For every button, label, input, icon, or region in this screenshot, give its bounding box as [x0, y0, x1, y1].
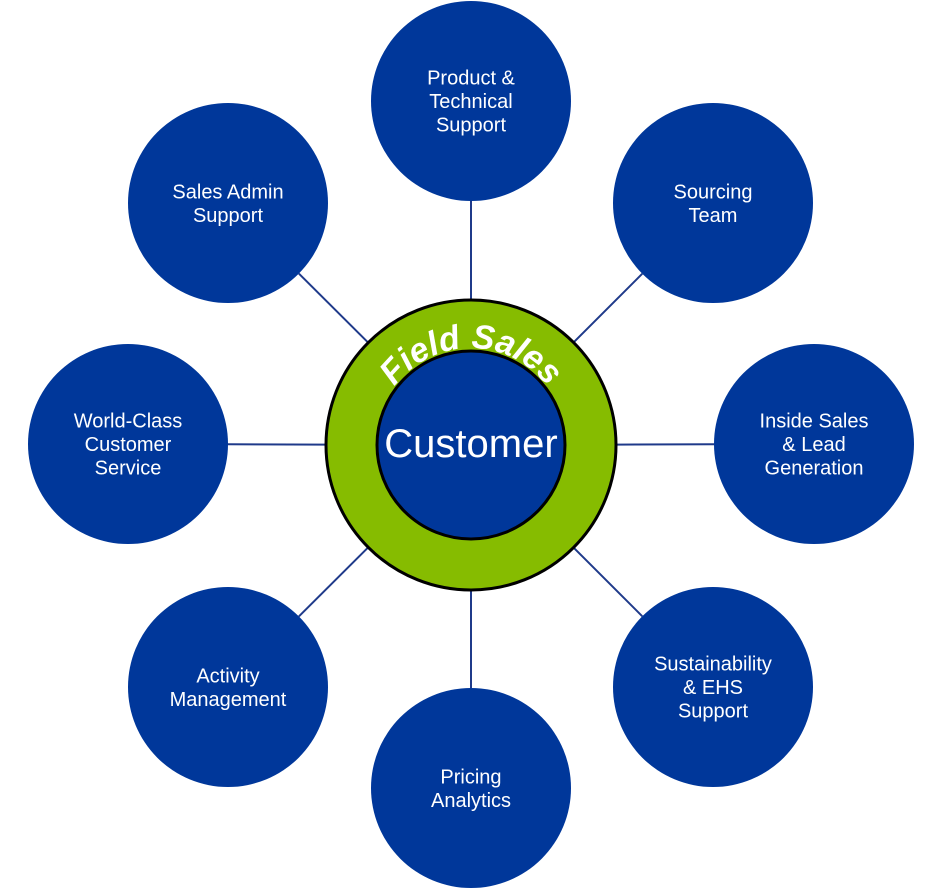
node-circle-sustainability-ehs-support	[613, 587, 813, 787]
node-label-product-technical-support: Support	[436, 115, 506, 137]
node-label-sourcing-team: Sourcing	[674, 181, 753, 203]
node-label-activity-management: Management	[170, 689, 287, 711]
node-label-product-technical-support: Technical	[429, 91, 512, 113]
node-circle-pricing-analytics	[371, 688, 571, 888]
node-label-inside-sales-lead-generation: Generation	[765, 458, 864, 480]
node-label-pricing-analytics: Analytics	[431, 790, 511, 812]
node-label-sales-admin-support: Support	[193, 205, 263, 227]
node-circle-activity-management	[128, 587, 328, 787]
node-circle-sales-admin-support	[128, 103, 328, 303]
node-label-sourcing-team: Team	[689, 205, 738, 227]
connector-activity-management	[298, 546, 369, 618]
node-label-inside-sales-lead-generation: & Lead	[782, 434, 845, 456]
node-label-sales-admin-support: Sales Admin	[172, 181, 283, 203]
connector-sourcing-team	[572, 273, 643, 344]
connector-lines	[227, 201, 715, 688]
node-label-sustainability-ehs-support: Support	[678, 701, 748, 723]
node-label-product-technical-support: Product &	[427, 68, 515, 90]
node-label-sustainability-ehs-support: Sustainability	[654, 654, 772, 676]
connector-sales-admin-support	[298, 272, 369, 344]
node-label-activity-management: Activity	[196, 665, 259, 687]
node-circle-inside-sales-lead-generation	[714, 344, 914, 544]
node-label-world-class-customer-service: Customer	[85, 434, 172, 456]
customer-circle	[375, 349, 567, 541]
node-label-sustainability-ehs-support: & EHS	[683, 677, 743, 699]
node-label-world-class-customer-service: World-Class	[74, 411, 183, 433]
service-nodes: Product &TechnicalSupportSourcingTeamIns…	[28, 1, 914, 888]
node-label-world-class-customer-service: Service	[95, 458, 162, 480]
node-circle-sourcing-team	[613, 103, 813, 303]
node-label-pricing-analytics: Pricing	[440, 766, 501, 788]
customer-label: Customer	[384, 422, 557, 466]
node-circle-world-class-customer-service	[28, 344, 228, 544]
node-circle-product-technical-support	[371, 1, 571, 201]
node-label-inside-sales-lead-generation: Inside Sales	[760, 411, 869, 433]
hub: Field Sales Customer	[324, 298, 618, 592]
connector-sustainability-ehs-support	[572, 546, 643, 617]
